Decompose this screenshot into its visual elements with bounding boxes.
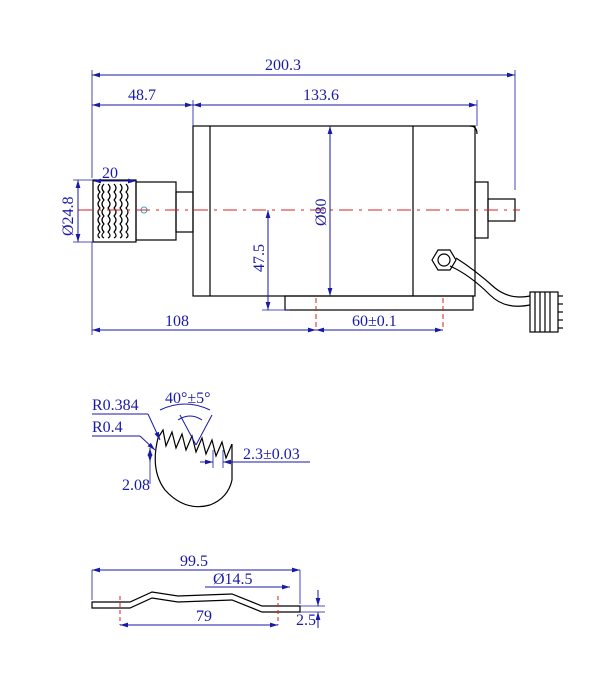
dim-tip-length-label: 20 xyxy=(102,165,118,182)
main-view: 200.3 48.7 133.6 20 Ø24.8 Ø xyxy=(60,57,563,335)
dim-bracket-hole-spacing-label: 79 xyxy=(196,608,212,625)
dim-front-length: 48.7 xyxy=(92,87,193,108)
dim-tip-diameter: Ø24.8 xyxy=(60,179,93,243)
dim-angle-label: 40°±5° xyxy=(165,390,211,407)
dim-pitch-label: 2.3±0.03 xyxy=(243,446,300,463)
shaft-tip xyxy=(92,179,194,243)
dim-radius-root-label: R0.384 xyxy=(92,397,139,414)
dim-front-length-label: 48.7 xyxy=(128,87,156,104)
dim-bracket-hole: Ø14.5 xyxy=(205,571,290,590)
dim-mount-offset: 108 xyxy=(91,242,316,335)
dim-body-length-label: 133.6 xyxy=(303,87,339,104)
dim-mount-spacing: 60±0.1 xyxy=(316,313,443,333)
dim-mount-spacing-label: 60±0.1 xyxy=(352,313,397,330)
dim-bracket-overall-label: 99.5 xyxy=(180,553,208,570)
mount-bracket xyxy=(284,295,474,311)
dim-radius-tip-label: R0.4 xyxy=(92,419,123,436)
dim-bracket-thickness: 2.5 xyxy=(296,590,325,629)
dim-total-length-label: 200.3 xyxy=(265,57,301,74)
dim-body-diameter-label: Ø80 xyxy=(313,198,330,226)
dim-tip-diameter-label: Ø24.8 xyxy=(60,196,77,236)
gear-detail: 40°±5° R0.384 R0.4 2.08 2.3±0.03 xyxy=(92,390,310,508)
gear-teeth xyxy=(157,428,233,460)
dim-body-length: 133.6 xyxy=(192,87,478,126)
dim-center-height-label: 47.5 xyxy=(251,244,268,272)
dim-tip-length: 20 xyxy=(93,165,136,184)
dim-bracket-overall: 99.5 xyxy=(91,553,301,604)
dim-bracket-hole-spacing: 79 xyxy=(120,608,278,628)
dim-depth-label: 2.08 xyxy=(122,477,150,494)
dim-mount-offset-label: 108 xyxy=(165,313,189,330)
cable-connector xyxy=(431,249,563,333)
dim-bracket-thickness-label: 2.5 xyxy=(296,612,316,629)
bracket-view: 99.5 Ø14.5 79 2.5 xyxy=(91,553,325,629)
dim-body-diameter: Ø80 xyxy=(313,126,333,296)
dim-total-length: 200.3 xyxy=(91,57,516,190)
motor-body xyxy=(192,125,478,297)
dim-center-height: 47.5 xyxy=(251,210,290,311)
dim-bracket-hole-label: Ø14.5 xyxy=(213,571,253,588)
